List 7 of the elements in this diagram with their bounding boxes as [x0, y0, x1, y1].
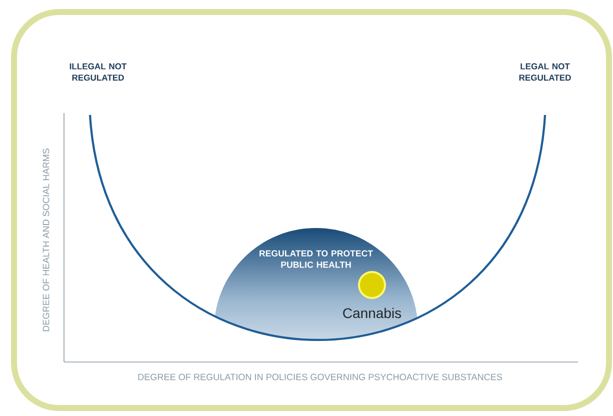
- axis-label: DEGREE OF HEALTH AND SOCIAL HARMS: [42, 148, 50, 332]
- dot: [358, 271, 386, 299]
- axis-label: DEGREE OF REGULATION IN POLICIES GOVERNING PSYCHOACTIVE SUBSTANCES: [138, 374, 502, 380]
- dot-caption: Cannabis: [343, 308, 402, 318]
- region-label: LEGAL NOT REGULATED: [519, 63, 571, 81]
- dome: REGULATED TO PROTECT PUBLIC HEALTH: [260, 250, 373, 268]
- region-label: ILLEGAL NOT REGULATED: [70, 63, 127, 81]
